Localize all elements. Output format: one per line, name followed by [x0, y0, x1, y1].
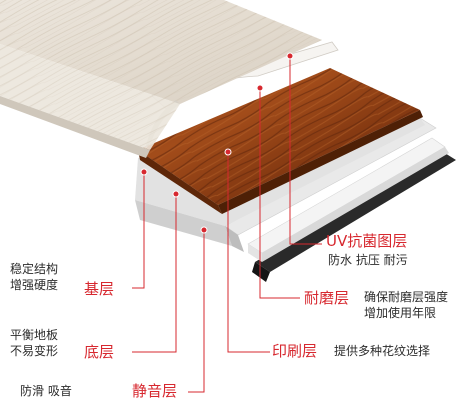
bottom-dot: [172, 190, 180, 198]
leader-lines: [132, 56, 322, 393]
uv-dot: [286, 52, 294, 60]
print-layer-title: 印刷层: [272, 342, 318, 360]
uv-layer-title: UV抗菌图层: [326, 232, 408, 250]
silent-layer-shape: [252, 150, 456, 282]
wear-layer-title: 耐磨层: [304, 289, 350, 307]
silent-layer-desc: 防滑 吸音: [20, 384, 72, 398]
wear-dot: [256, 84, 264, 92]
silent-layer-title: 静音层: [132, 382, 178, 400]
wear-layer-desc-line1: 确保耐磨层强度: [364, 290, 449, 304]
bottom-layer-desc-line1: 平衡地板: [10, 328, 59, 342]
uv-layer-desc: 防水 抗压 耐污: [328, 253, 408, 267]
wear-layer-desc-line2: 增加使用年限: [364, 306, 437, 320]
uv-leader: [289, 56, 322, 245]
base-layer-desc-line1: 稳定结构: [10, 262, 59, 276]
base-layer-title: 基层: [84, 280, 115, 298]
print-layer-shape: [138, 68, 423, 214]
bottom-layer-shape: [247, 137, 449, 262]
uv-layer-shape: [0, 0, 322, 158]
base-leader: [132, 172, 145, 289]
base-dot: [140, 168, 148, 176]
silent-leader: [188, 230, 205, 393]
silent-dot: [200, 226, 208, 234]
wear-leader: [259, 88, 300, 299]
print-layer-desc: 提供多种花纹选择: [334, 344, 431, 358]
bottom-layer-title: 底层: [84, 343, 115, 361]
print-leader: [227, 152, 270, 353]
leader-dots: [140, 52, 294, 234]
base-layer-desc-line2: 增强硬度: [10, 278, 59, 292]
bottom-leader: [132, 194, 177, 353]
print-dot: [224, 148, 232, 156]
bottom-layer-desc-line2: 不易变形: [10, 344, 59, 358]
